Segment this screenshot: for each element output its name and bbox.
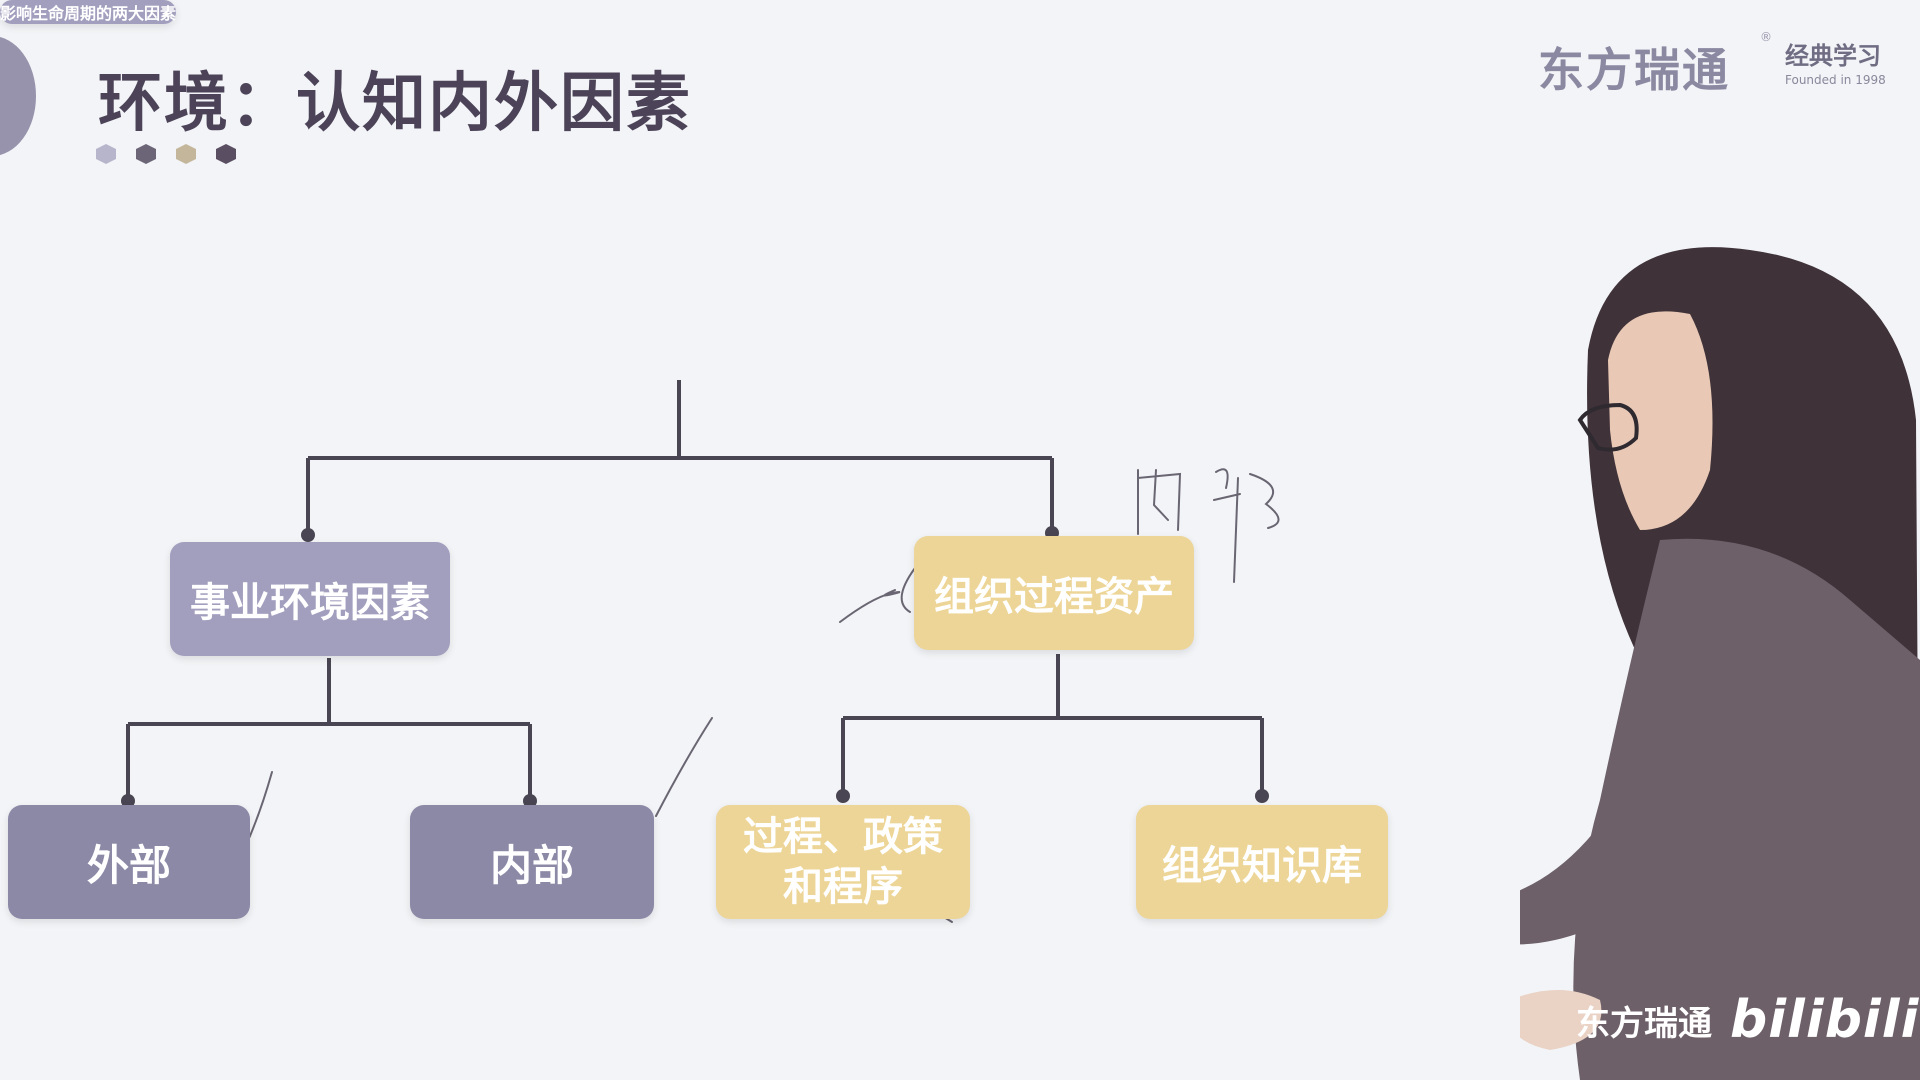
node-organizational-knowledge-base: 组织知识库 bbox=[1136, 805, 1388, 919]
presenter-arm bbox=[1520, 760, 1660, 945]
node-root: 影响生命周期的两大因素 bbox=[0, 0, 177, 24]
connector-dot bbox=[1255, 789, 1269, 803]
founded-text: Founded in 1998 bbox=[1785, 73, 1886, 87]
page-title: 环境：认知内外因素 bbox=[98, 67, 692, 141]
presenter-face bbox=[1608, 311, 1713, 530]
pen-underline bbox=[839, 563, 919, 623]
brand-logo-text: 东方瑞通 bbox=[1538, 43, 1730, 97]
node-internal: 内部 bbox=[410, 805, 654, 919]
node-enterprise-environmental-factors: 事业环境因素 bbox=[170, 542, 450, 656]
connector-dot bbox=[121, 794, 135, 808]
partner-logo-text: 经典学习 bbox=[1785, 42, 1881, 70]
handwritten-part-glyph bbox=[1213, 468, 1280, 583]
connector-dot bbox=[836, 789, 850, 803]
pen-stroke bbox=[655, 717, 713, 817]
presenter-jacket bbox=[1573, 538, 1920, 1080]
hexagon-dot-2 bbox=[136, 144, 156, 164]
hexagon-dot-1 bbox=[96, 144, 116, 164]
registered-mark: ® bbox=[1760, 30, 1772, 44]
node-organizational-process-assets: 组织过程资产 bbox=[914, 536, 1194, 650]
connector-dot bbox=[523, 794, 537, 808]
node-processes-policies-procedures: 过程、政策 和程序 bbox=[716, 805, 970, 919]
watermark-brand: 东方瑞通 bbox=[1576, 1003, 1712, 1044]
brand-logo: 东方瑞通 ® bbox=[1538, 30, 1772, 100]
presenter-figure bbox=[1520, 247, 1920, 1080]
connector-dot bbox=[301, 528, 315, 542]
node-external: 外部 bbox=[8, 805, 250, 919]
handwritten-inner-glyph bbox=[1137, 469, 1182, 535]
title-dots bbox=[96, 144, 236, 164]
presenter-glasses bbox=[1577, 402, 1639, 452]
bilibili-logo: bilibili bbox=[1730, 990, 1920, 1050]
video-watermark: 东方瑞通 bilibili bbox=[1576, 990, 1919, 1050]
hexagon-dot-3 bbox=[176, 144, 196, 164]
hexagon-dot-4 bbox=[216, 144, 236, 164]
partner-logo: 经典学习 Founded in 1998 bbox=[1785, 36, 1886, 87]
presenter-lower-hand bbox=[1520, 990, 1602, 1050]
connector-lines bbox=[126, 380, 1264, 800]
